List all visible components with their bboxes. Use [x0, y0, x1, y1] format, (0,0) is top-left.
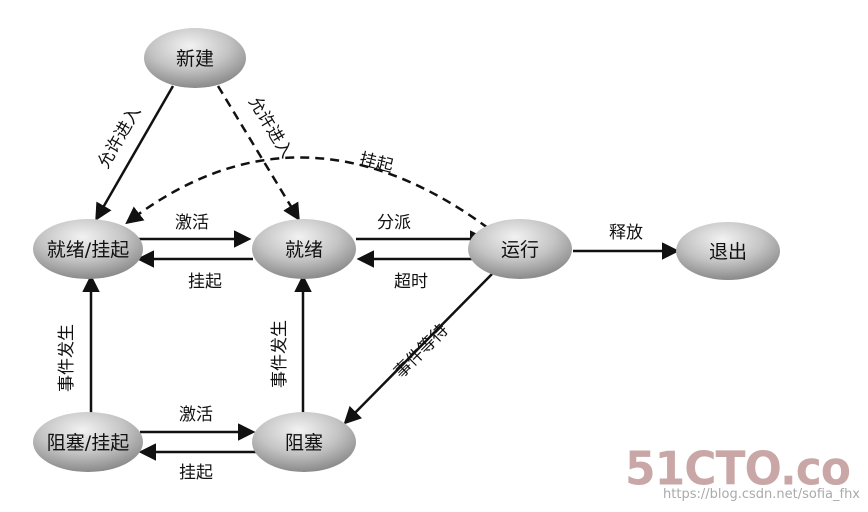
node-ready: 就绪	[252, 219, 356, 279]
node-running: 运行	[468, 219, 572, 279]
edges	[82, 85, 680, 461]
node-blocked-suspended-label: 阻塞/挂起	[47, 432, 129, 454]
node-blocked-suspended: 阻塞/挂起	[33, 412, 143, 472]
node-running-label: 运行	[501, 239, 539, 261]
label-blocked-suspended-to-ready-suspended: 事件发生	[57, 324, 77, 392]
edge-new-to-ready-suspended	[95, 85, 175, 222]
label-blocked-to-ready: 事件发生	[270, 320, 290, 388]
node-exit: 退出	[676, 222, 780, 280]
node-blocked-label: 阻塞	[285, 432, 323, 454]
label-ready-to-ready-suspended: 挂起	[188, 272, 222, 292]
label-new-to-ready: 允许进入	[244, 93, 296, 162]
label-ready-suspended-to-ready: 激活	[175, 213, 209, 233]
label-running-to-ready: 超时	[394, 272, 428, 292]
edge-running-to-blocked	[343, 273, 493, 425]
label-running-to-ready-suspended: 挂起	[357, 149, 395, 177]
node-ready-label: 就绪	[285, 239, 323, 261]
edge-running-to-ready-suspended	[125, 156, 489, 230]
node-blocked: 阻塞	[252, 412, 356, 472]
label-running-to-blocked: 事件等待	[390, 320, 452, 382]
nodes: 新建 就绪/挂起 就绪 运行 退出 阻塞/挂起	[33, 28, 780, 472]
watermark-url: https://blog.csdn.net/sofia_fhx	[663, 487, 860, 502]
edge-new-to-ready	[216, 85, 300, 221]
label-blocked-to-blocked-suspended: 挂起	[179, 463, 213, 483]
label-ready-to-running: 分派	[377, 213, 411, 233]
node-ready-suspended-label: 就绪/挂起	[47, 239, 129, 261]
label-blocked-suspended-to-blocked: 激活	[179, 405, 213, 425]
edge-labels: 允许进入 允许进入 挂起 激活 挂起 分派 超时 释放 事件等待 事件发生 事件…	[57, 93, 643, 483]
watermark-logo: 51CTO.co	[625, 442, 851, 497]
node-new-label: 新建	[176, 48, 214, 70]
label-new-to-ready-suspended: 允许进入	[94, 103, 145, 172]
label-running-to-exit: 释放	[609, 223, 643, 243]
node-ready-suspended: 就绪/挂起	[33, 219, 143, 279]
node-exit-label: 退出	[709, 241, 747, 263]
node-new: 新建	[144, 28, 246, 88]
